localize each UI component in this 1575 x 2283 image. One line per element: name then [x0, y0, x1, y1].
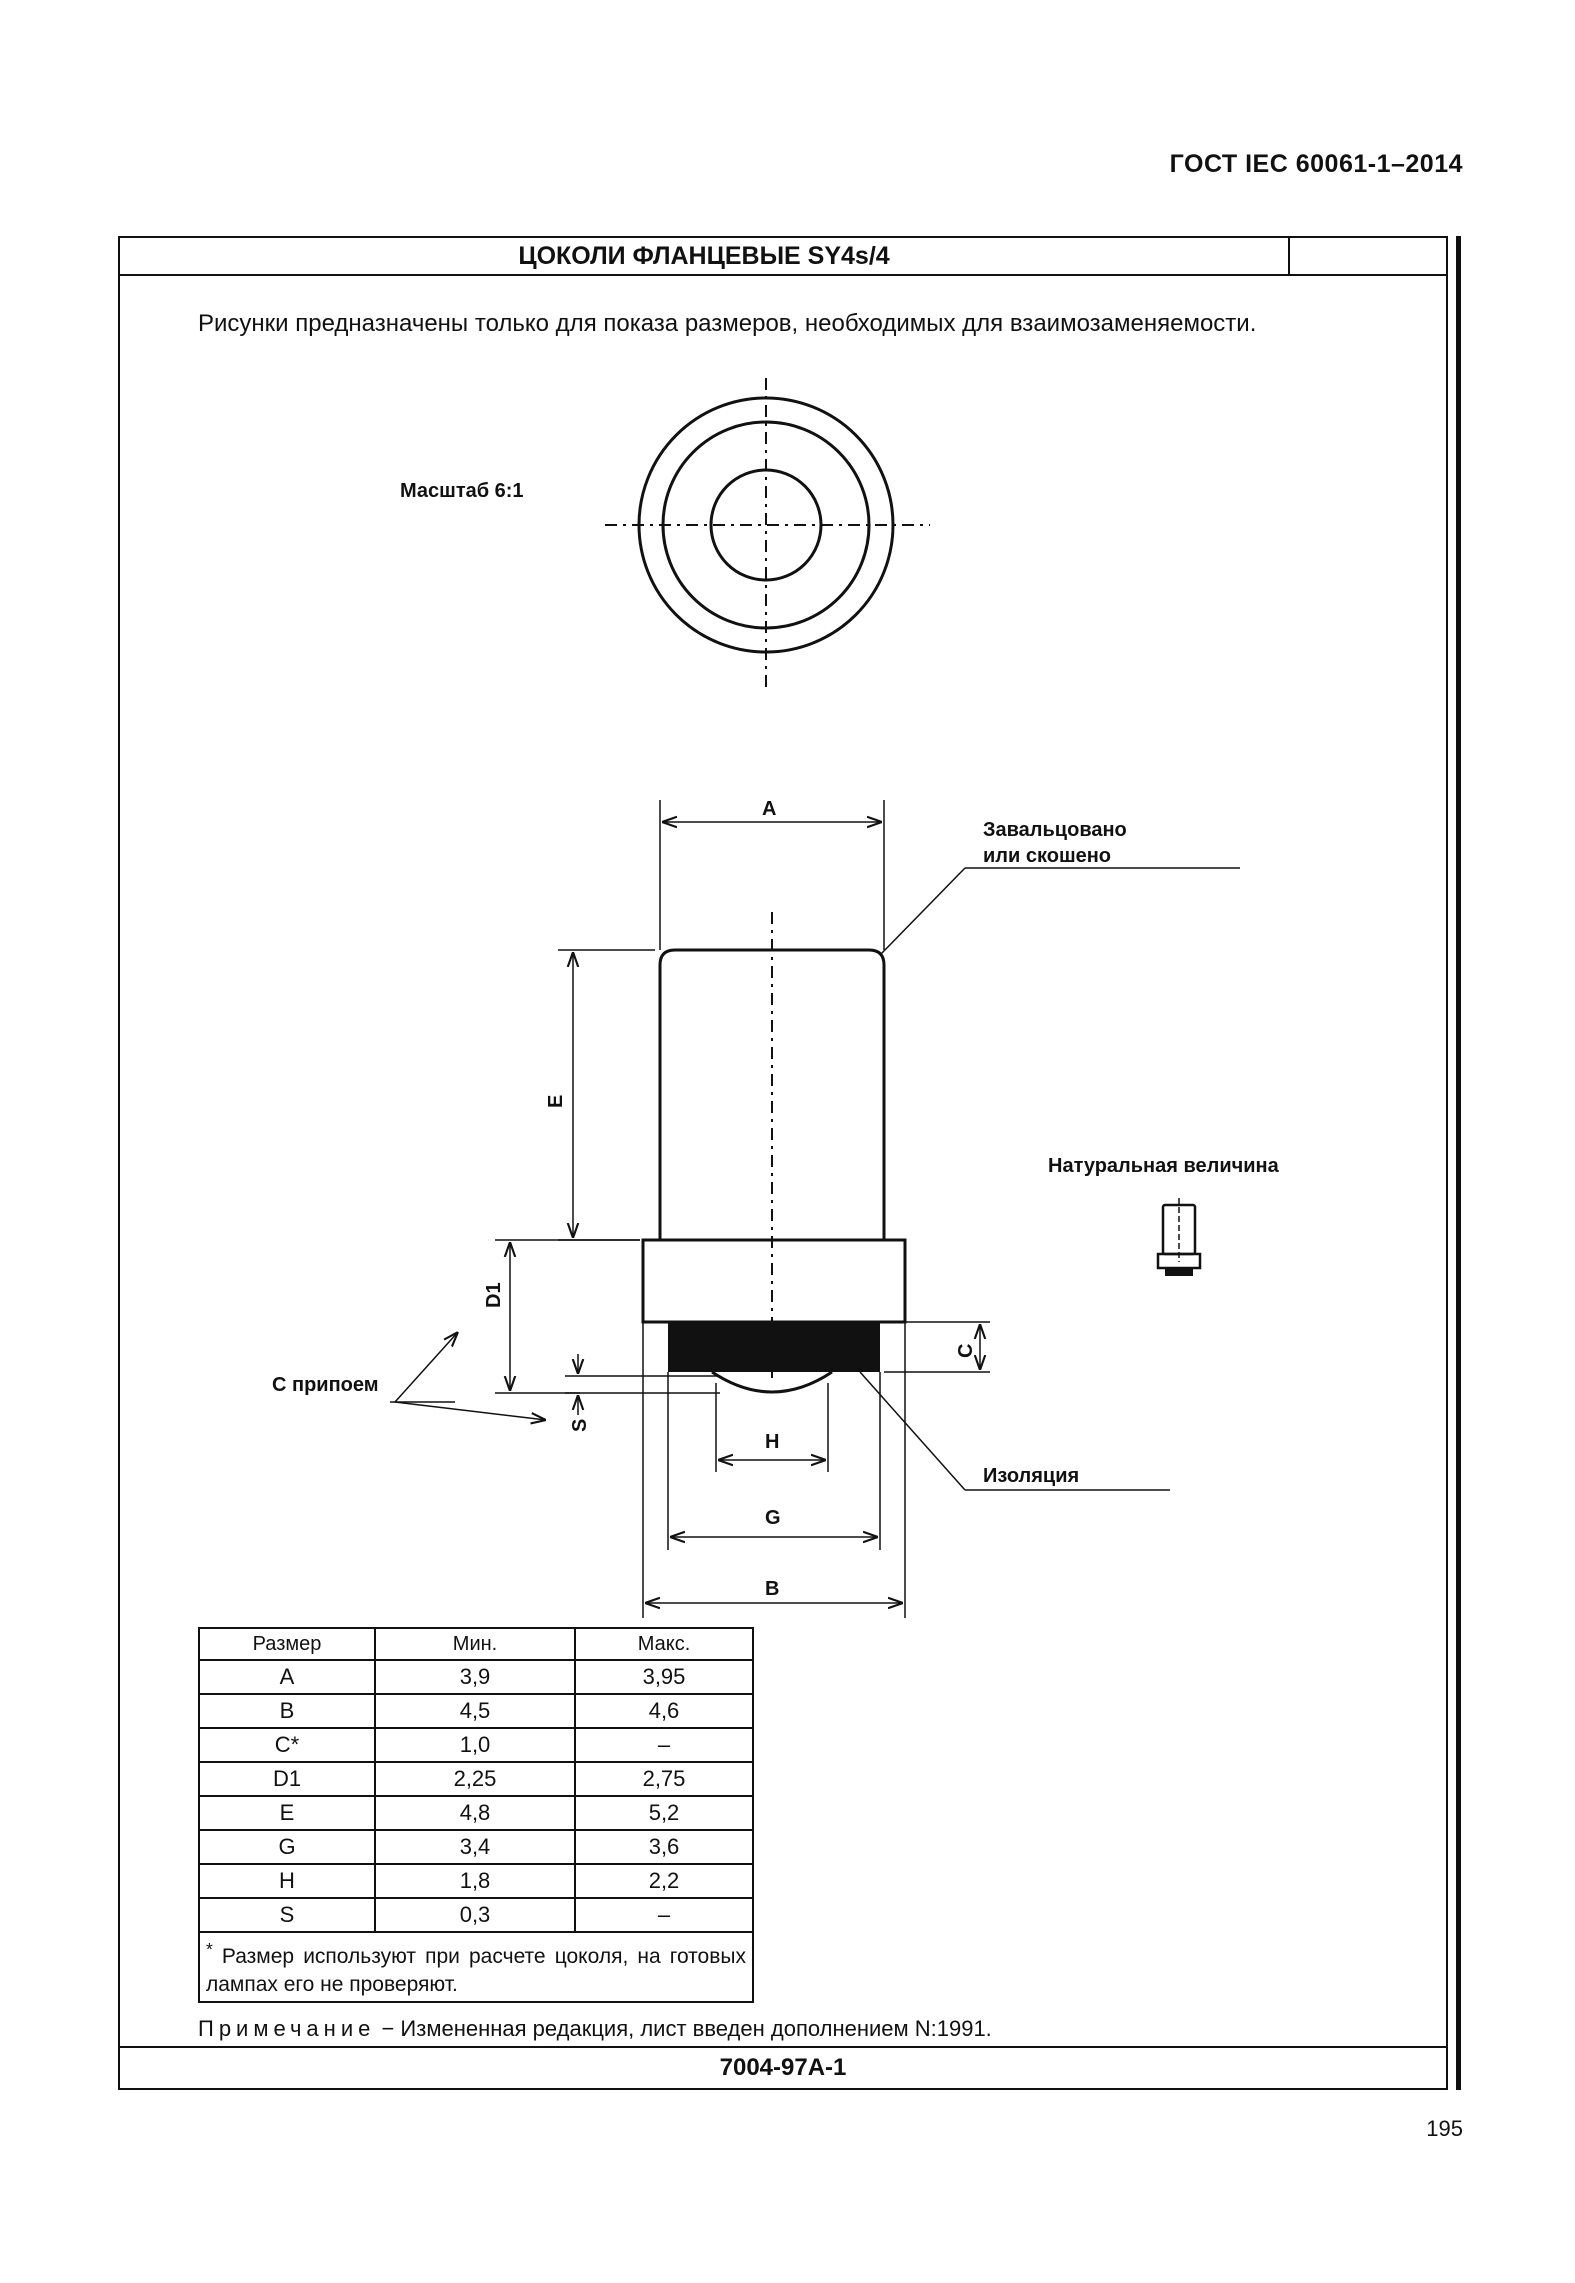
row-size: D1	[198, 1761, 376, 1797]
dimension-g-label: G	[765, 1507, 781, 1529]
dimension-h-label: H	[765, 1431, 779, 1453]
row-min: 1,0	[374, 1727, 576, 1763]
table-row: H 1,8 2,2	[198, 1863, 754, 1899]
dimension-d1	[495, 1239, 640, 1394]
header-max: Макс.	[574, 1627, 754, 1661]
insulation-label: Изоляция	[983, 1465, 1079, 1487]
row-max: 2,75	[574, 1761, 754, 1797]
natural-size-label: Натуральная величина	[1048, 1155, 1280, 1177]
top-view	[605, 378, 930, 690]
table-row: C* 1,0 –	[198, 1727, 754, 1763]
header-size: Размер	[198, 1627, 376, 1661]
row-max: –	[574, 1897, 754, 1933]
sheet-title: ЦОКОЛИ ФЛАНЦЕВЫЕ SY4s/4	[120, 238, 1290, 274]
row-min: 2,25	[374, 1761, 576, 1797]
row-max: –	[574, 1727, 754, 1763]
row-max: 3,6	[574, 1829, 754, 1865]
dimension-c	[884, 1321, 990, 1373]
table-row: A 3,9 3,95	[198, 1659, 754, 1695]
rolled-leader	[879, 867, 1240, 956]
dimension-h	[715, 1383, 829, 1472]
table-header-row: Размер Мин. Макс.	[198, 1627, 754, 1661]
row-min: 4,5	[374, 1693, 576, 1729]
dimension-b-label: B	[765, 1578, 779, 1600]
insulation-leader	[859, 1371, 1170, 1491]
table-footnote-row: * Размер используют при расчете цоколя, …	[198, 1931, 754, 2003]
solder-contact	[711, 1370, 833, 1394]
row-size: E	[198, 1795, 376, 1831]
solder-label: С припоем	[272, 1374, 379, 1396]
footnote-text: Размер используют при расчете цоколя, на…	[206, 1945, 746, 1996]
dimension-a	[659, 800, 885, 950]
note-label: Примечание	[198, 2016, 376, 2041]
rolled-label-1: Завальцовано	[983, 819, 1127, 841]
insulation	[668, 1322, 880, 1372]
row-min: 0,3	[374, 1897, 576, 1933]
table-row: B 4,5 4,6	[198, 1693, 754, 1729]
standard-code: ГОСТ IEC 60061-1–2014	[1169, 150, 1463, 178]
header-min: Мин.	[374, 1627, 576, 1661]
dimension-b	[642, 1322, 906, 1618]
row-size: H	[198, 1863, 376, 1899]
row-max: 4,6	[574, 1693, 754, 1729]
dimension-s-label: S	[569, 1419, 591, 1432]
row-min: 4,8	[374, 1795, 576, 1831]
row-max: 5,2	[574, 1795, 754, 1831]
frame-right-rule	[1456, 236, 1461, 2090]
row-size: S	[198, 1897, 376, 1933]
footnote-mark: *	[206, 1939, 213, 1959]
scale-label: Масштаб 6:1	[400, 480, 524, 502]
table-row: S 0,3 –	[198, 1897, 754, 1933]
dimension-a-label: A	[762, 798, 776, 820]
row-max: 3,95	[574, 1659, 754, 1695]
row-size: B	[198, 1693, 376, 1729]
table-row: D1 2,25 2,75	[198, 1761, 754, 1797]
natural-size-icon	[1156, 1198, 1202, 1276]
row-min: 1,8	[374, 1863, 576, 1899]
sheet-frame: ЦОКОЛИ ФЛАНЦЕВЫЕ SY4s/4 Рисунки предназн…	[118, 236, 1448, 2090]
row-size: G	[198, 1829, 376, 1865]
dimension-d1-label: D1	[483, 1282, 505, 1308]
dimension-e	[558, 949, 655, 1241]
sheet-number: 7004-97A-1	[120, 2046, 1446, 2088]
note: Примечание − Измененная редакция, лист в…	[198, 2016, 992, 2042]
dimension-e-label: E	[545, 1095, 567, 1108]
row-max: 2,2	[574, 1863, 754, 1899]
rolled-label-2: или скошено	[983, 845, 1111, 867]
side-view	[641, 912, 907, 1394]
solder-leader	[390, 1332, 546, 1420]
note-text: − Измененная редакция, лист введен допол…	[381, 2016, 992, 2041]
intro-text: Рисунки предназначены только для показа …	[198, 310, 1257, 337]
dimensions-table: Размер Мин. Макс. A 3,9 3,95 B 4,5 4,6 C…	[198, 1627, 754, 2003]
dimension-g	[667, 1372, 881, 1550]
page-number: 195	[1426, 2116, 1463, 2141]
table-footnote: * Размер используют при расчете цоколя, …	[198, 1931, 754, 2003]
row-size: A	[198, 1659, 376, 1695]
row-min: 3,9	[374, 1659, 576, 1695]
title-row: ЦОКОЛИ ФЛАНЦЕВЫЕ SY4s/4	[120, 238, 1446, 276]
row-size: C*	[198, 1727, 376, 1763]
table-row: E 4,8 5,2	[198, 1795, 754, 1831]
table-row: G 3,4 3,6	[198, 1829, 754, 1865]
row-min: 3,4	[374, 1829, 576, 1865]
dimension-c-label: C	[955, 1344, 977, 1358]
flange	[641, 1238, 907, 1324]
